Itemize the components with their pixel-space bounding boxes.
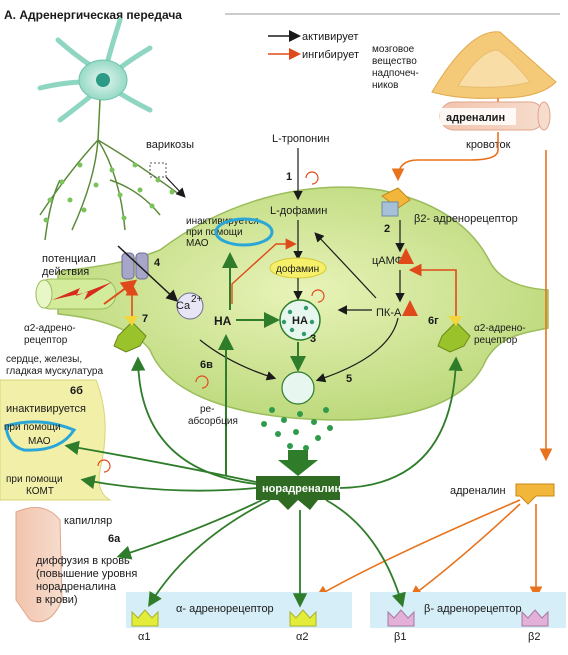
alpha2-label: α2 [296, 631, 308, 643]
action-potential-bolt [52, 282, 112, 300]
adrenal-line2: вещество [372, 56, 417, 67]
beta2-label: β2 [528, 631, 540, 643]
target-organ-box [0, 379, 112, 501]
adrenal-line3: надпочеч- [372, 68, 419, 79]
target-inactivated: инактивируется [6, 403, 86, 415]
neuron-illustration [37, 17, 186, 241]
potential-line2: действия [42, 266, 89, 278]
step-4: 4 [154, 257, 161, 269]
mitochondrion-icon-left [4, 420, 77, 452]
alpha1-label: α1 [138, 631, 150, 643]
adrenal-line4: ников [372, 80, 398, 91]
target-by1: при помощи [4, 422, 61, 433]
calcium-label: Ca [176, 300, 191, 312]
vesicle-na-label: НА [292, 315, 308, 327]
alpha-receptor-label: α- адренорецептор [176, 603, 274, 615]
varicosities-label: варикозы [146, 139, 194, 151]
adrenal-gland [431, 31, 557, 99]
target-by2: при помощи [6, 474, 63, 485]
step-6b: 6б [70, 385, 83, 397]
capillary-label: капилляр [64, 515, 112, 527]
target-line1: сердце, железы, [6, 354, 82, 365]
step-3: 3 [310, 333, 316, 345]
alpha2-right-line2: рецептор [474, 335, 518, 346]
capillary-illustration [15, 507, 63, 623]
beta1-receptor-icon [387, 609, 415, 627]
diffusion-line1: диффузия в кровь [36, 555, 130, 567]
alpha2-left-line1: α2-адрено- [24, 323, 76, 334]
ldopamine-label: L-дофамин [270, 205, 327, 217]
adrenal-line1: мозговое [372, 44, 415, 55]
step-6a: 6а [108, 533, 121, 545]
mao-top-line3: МАО [186, 238, 209, 249]
reabsorption-line1: ре- [200, 404, 214, 415]
target-mao: МАО [28, 436, 51, 447]
mao-top-line2: при помощи [186, 227, 243, 238]
step-6v: 6в [200, 359, 213, 371]
step-1: 1 [286, 171, 292, 183]
reabsorption-line2: абсорбция [188, 415, 238, 427]
beta-receptor-label: β- адренорецептор [424, 603, 522, 615]
step-5: 5 [346, 373, 352, 385]
bloodstream-label: кровоток [466, 139, 511, 151]
calcium-channel [121, 252, 149, 280]
diffusion-line2: (повышение уровня [36, 568, 137, 580]
target-komt: КОМТ [26, 486, 54, 497]
adrenaline-top: адреналин [446, 112, 505, 124]
beta1-label: β1 [394, 631, 406, 643]
beta2-receptor-icon [521, 609, 549, 627]
adrenaline-right-badge [515, 483, 555, 505]
diffusion-line3: норадреналина [36, 581, 117, 593]
alpha1-receptor-icon [131, 609, 159, 627]
pka-label: ПК-А [376, 307, 402, 319]
alpha2-right-line1: α2-адрено- [474, 323, 526, 334]
legend-inhibits: ингибирует [302, 49, 359, 61]
diagram-title: А. Адренергическая передача [4, 8, 182, 22]
troponin-label: L-тропонин [272, 133, 329, 145]
alpha2-receptor-icon [289, 609, 317, 627]
beta2-receptor-presynaptic [381, 201, 399, 217]
diffusion-line4: в крови) [36, 594, 78, 606]
alpha2-left-line2: рецептор [24, 335, 68, 346]
free-na-label: НА [214, 314, 232, 328]
adrenaline-right-label: адреналин [450, 485, 506, 497]
beta2-receptor-label: β2- адренорецептор [414, 213, 518, 225]
noradrenaline-badge [256, 476, 340, 510]
noradrenaline-label: норадреналин [262, 483, 341, 495]
target-line2: гладкая мускулатура [6, 366, 103, 377]
dopamine-label: дофамин [276, 263, 319, 275]
camp-label: цАМФ [372, 255, 403, 267]
mitochondrion-icon [214, 217, 274, 247]
calcium-charge: 2+ [191, 294, 203, 305]
legend-activates: активирует [302, 31, 358, 43]
step-6g: 6г [428, 315, 439, 327]
mao-top-line1: инактивируется [186, 216, 259, 227]
potential-line1: потенциал [42, 253, 96, 265]
step-2: 2 [384, 223, 390, 235]
step-7: 7 [142, 313, 148, 325]
